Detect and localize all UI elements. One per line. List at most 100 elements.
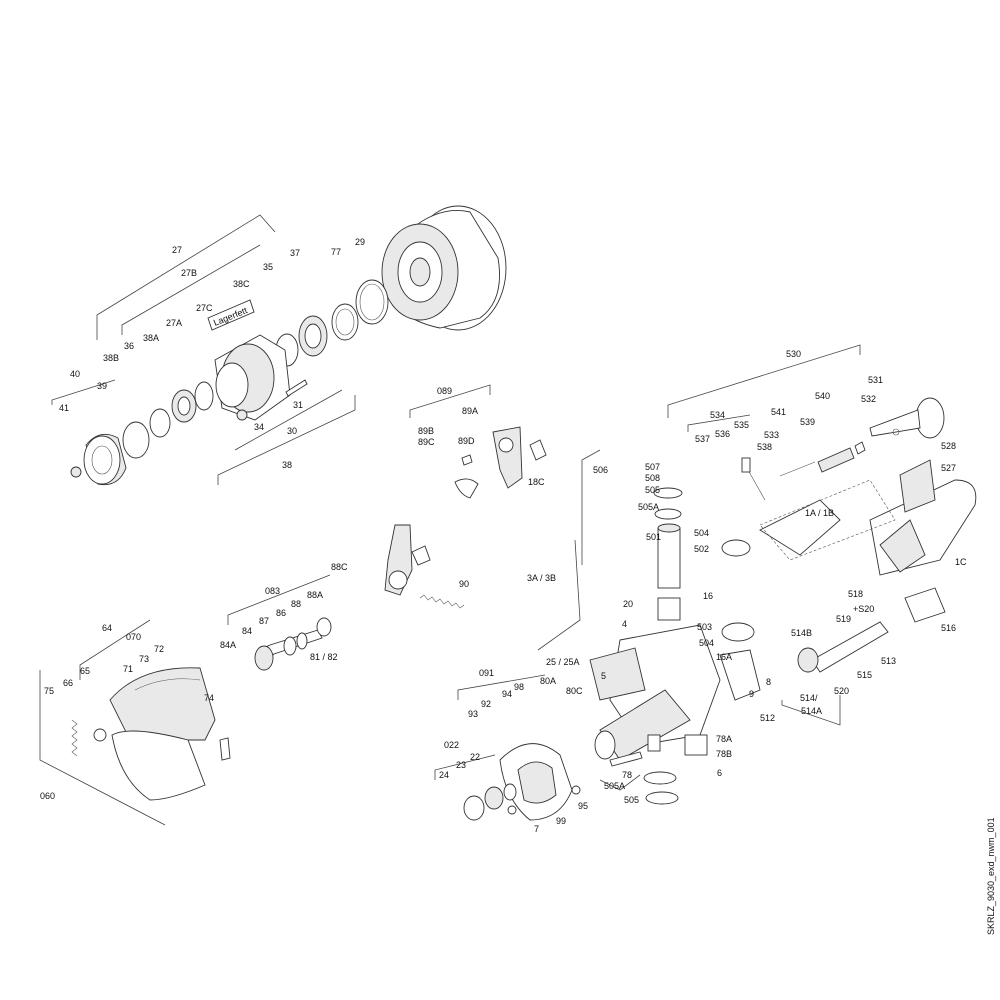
label-16: 16	[703, 591, 713, 601]
drawing-id: SKRLZ_9030_exd_nwm_001	[986, 817, 996, 935]
label-72: 72	[154, 644, 164, 654]
label-27C: 27C	[196, 303, 213, 313]
label-65: 65	[80, 666, 90, 676]
label-091: 091	[479, 668, 494, 678]
label-538: 538	[757, 442, 772, 452]
backing-plate-part	[499, 743, 581, 821]
label-94-top: 94	[502, 689, 512, 699]
seal-ring-part	[355, 279, 389, 325]
kingpin-part	[653, 487, 755, 642]
axle-beam-part	[759, 459, 977, 623]
label-060: 060	[40, 791, 55, 801]
label-514B: 514B	[791, 628, 812, 638]
label-75: 75	[44, 686, 54, 696]
label-3A-3B: 3A / 3B	[527, 573, 556, 583]
label-90: 90	[459, 579, 469, 589]
label-022: 022	[444, 740, 459, 750]
label-37-top: 37	[290, 248, 300, 258]
label-8: 8	[766, 677, 771, 687]
label-505A-bottom: 6	[717, 768, 722, 778]
hub-cap-part	[70, 433, 127, 486]
label-80A: 80A	[540, 676, 556, 686]
label-27A: 27A	[166, 318, 182, 328]
slack-adjuster-part	[454, 426, 547, 499]
label-519: 519	[836, 614, 851, 624]
label-503: 503	[697, 622, 712, 632]
label-77: 77	[331, 247, 341, 257]
label-24: 24	[439, 770, 449, 780]
label-88A: 88A	[307, 590, 323, 600]
grease-tag: Lagerfett	[207, 299, 255, 331]
track-rod-part	[811, 621, 889, 673]
label-5: 5	[601, 671, 606, 681]
label-070: 070	[126, 632, 141, 642]
label-508: 508	[645, 473, 660, 483]
brake-shoe-part	[93, 667, 216, 801]
label-512: 512	[760, 713, 775, 723]
wheel-hub-part	[214, 334, 291, 421]
label-35: 35	[263, 262, 273, 272]
label-78: 505	[624, 795, 639, 805]
label-38C-top: 38C	[233, 279, 250, 289]
label-30: 30	[287, 426, 297, 436]
label-27: 27	[172, 245, 182, 255]
label-089: 089	[437, 386, 452, 396]
label-520: 520	[834, 686, 849, 696]
label-95: 95	[578, 801, 588, 811]
label-64: 64	[102, 623, 112, 633]
label-527: 527	[941, 463, 956, 473]
label-78B: 505A	[604, 781, 625, 791]
label-31: 31	[293, 400, 303, 410]
label-89D: 89D	[458, 436, 475, 446]
label-515: 515	[857, 670, 872, 680]
label-537: 537	[695, 434, 710, 444]
label-41: 41	[59, 403, 69, 413]
label-22: 22	[470, 752, 480, 762]
label-7: 78A	[716, 734, 732, 744]
label-16A: 16A	[716, 652, 732, 662]
label-99: 99	[556, 816, 566, 826]
label-36: 36	[124, 341, 134, 351]
label-84: 84	[242, 626, 252, 636]
label-25-25A: 25 / 25A	[546, 657, 580, 667]
label-94-bottom: 7	[534, 824, 539, 834]
label-89B: 89B	[418, 426, 434, 436]
camshaft-part	[254, 617, 332, 671]
label-S20: +S20	[853, 604, 874, 614]
axle-nut-part	[463, 795, 485, 821]
label-514A: 514A	[801, 706, 822, 716]
label-92: 92	[481, 699, 491, 709]
label-502: 502	[694, 544, 709, 554]
label-88C: 88C	[331, 562, 348, 572]
label-89A: 89A	[462, 406, 478, 416]
label-89C: 89C	[418, 437, 435, 447]
return-spring-part	[71, 719, 78, 757]
label-18C-top: 18C	[528, 477, 545, 487]
label-80C: 80C	[566, 686, 583, 696]
label-98: 98	[514, 682, 524, 692]
label-533: 533	[764, 430, 779, 440]
label-27B: 27B	[181, 268, 197, 278]
label-534: 534	[710, 410, 725, 420]
label-532: 532	[861, 394, 876, 404]
label-506: 506	[593, 465, 608, 475]
label-40: 40	[70, 369, 80, 379]
label-39: 39	[97, 381, 107, 391]
label-528: 528	[941, 441, 956, 451]
label-71: 71	[123, 664, 133, 674]
label-78A: 78	[622, 770, 632, 780]
steering-knuckle-part	[589, 624, 761, 761]
label-9: 9	[749, 689, 754, 699]
label-530: 530	[786, 349, 801, 359]
label-20-bottom: 78B	[716, 749, 732, 759]
lever-arm-part	[384, 524, 431, 596]
label-507: 507	[645, 462, 660, 472]
label-505-top: 505	[645, 485, 660, 495]
label-504-top: 504	[694, 528, 709, 538]
label-73: 73	[139, 654, 149, 664]
label-505A-top: 505A	[638, 502, 659, 512]
label-536: 536	[715, 429, 730, 439]
leader-lines	[39, 214, 861, 826]
label-514-slash: 514/	[800, 693, 818, 703]
